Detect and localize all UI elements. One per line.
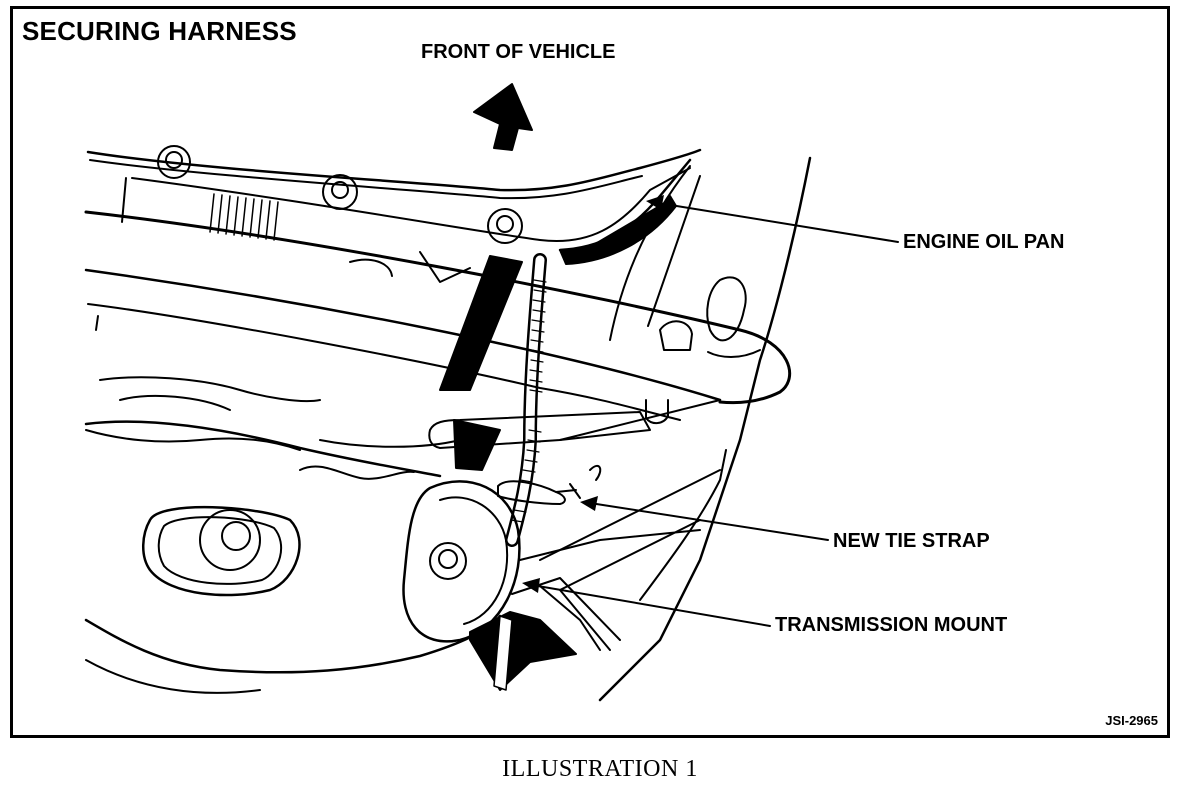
callout-engine-oil-pan: ENGINE OIL PAN: [903, 231, 1065, 253]
mount-bracket: [84, 376, 651, 694]
figure-title: SECURING HARNESS: [22, 16, 297, 46]
figure-frame: [10, 6, 1170, 738]
wiring-harness: [439, 253, 547, 547]
pan-bolt: [487, 208, 523, 244]
pan-ribs: [209, 193, 279, 241]
crossmember: [84, 210, 791, 424]
pan-bolt: [157, 145, 191, 179]
arrow-up-icon: [473, 83, 533, 151]
figure-code: JSI-2965: [1105, 713, 1158, 728]
leader-arrowheads: [522, 195, 664, 593]
transmission-mount: [469, 529, 701, 691]
leader-lines: [531, 201, 899, 627]
callout-transmission-mount: TRANSMISSION MOUNT: [775, 614, 1008, 636]
engine-oil-pan: [86, 145, 702, 283]
mount-slot: [142, 505, 301, 597]
direction-label: FRONT OF VEHICLE: [421, 41, 616, 63]
callout-new-tie-strap: NEW TIE STRAP: [833, 530, 990, 552]
bracket-bolt: [429, 542, 467, 580]
tie-strap: [497, 480, 581, 505]
figure-caption: ILLUSTRATION 1: [502, 756, 698, 782]
pan-bolt: [322, 174, 358, 210]
